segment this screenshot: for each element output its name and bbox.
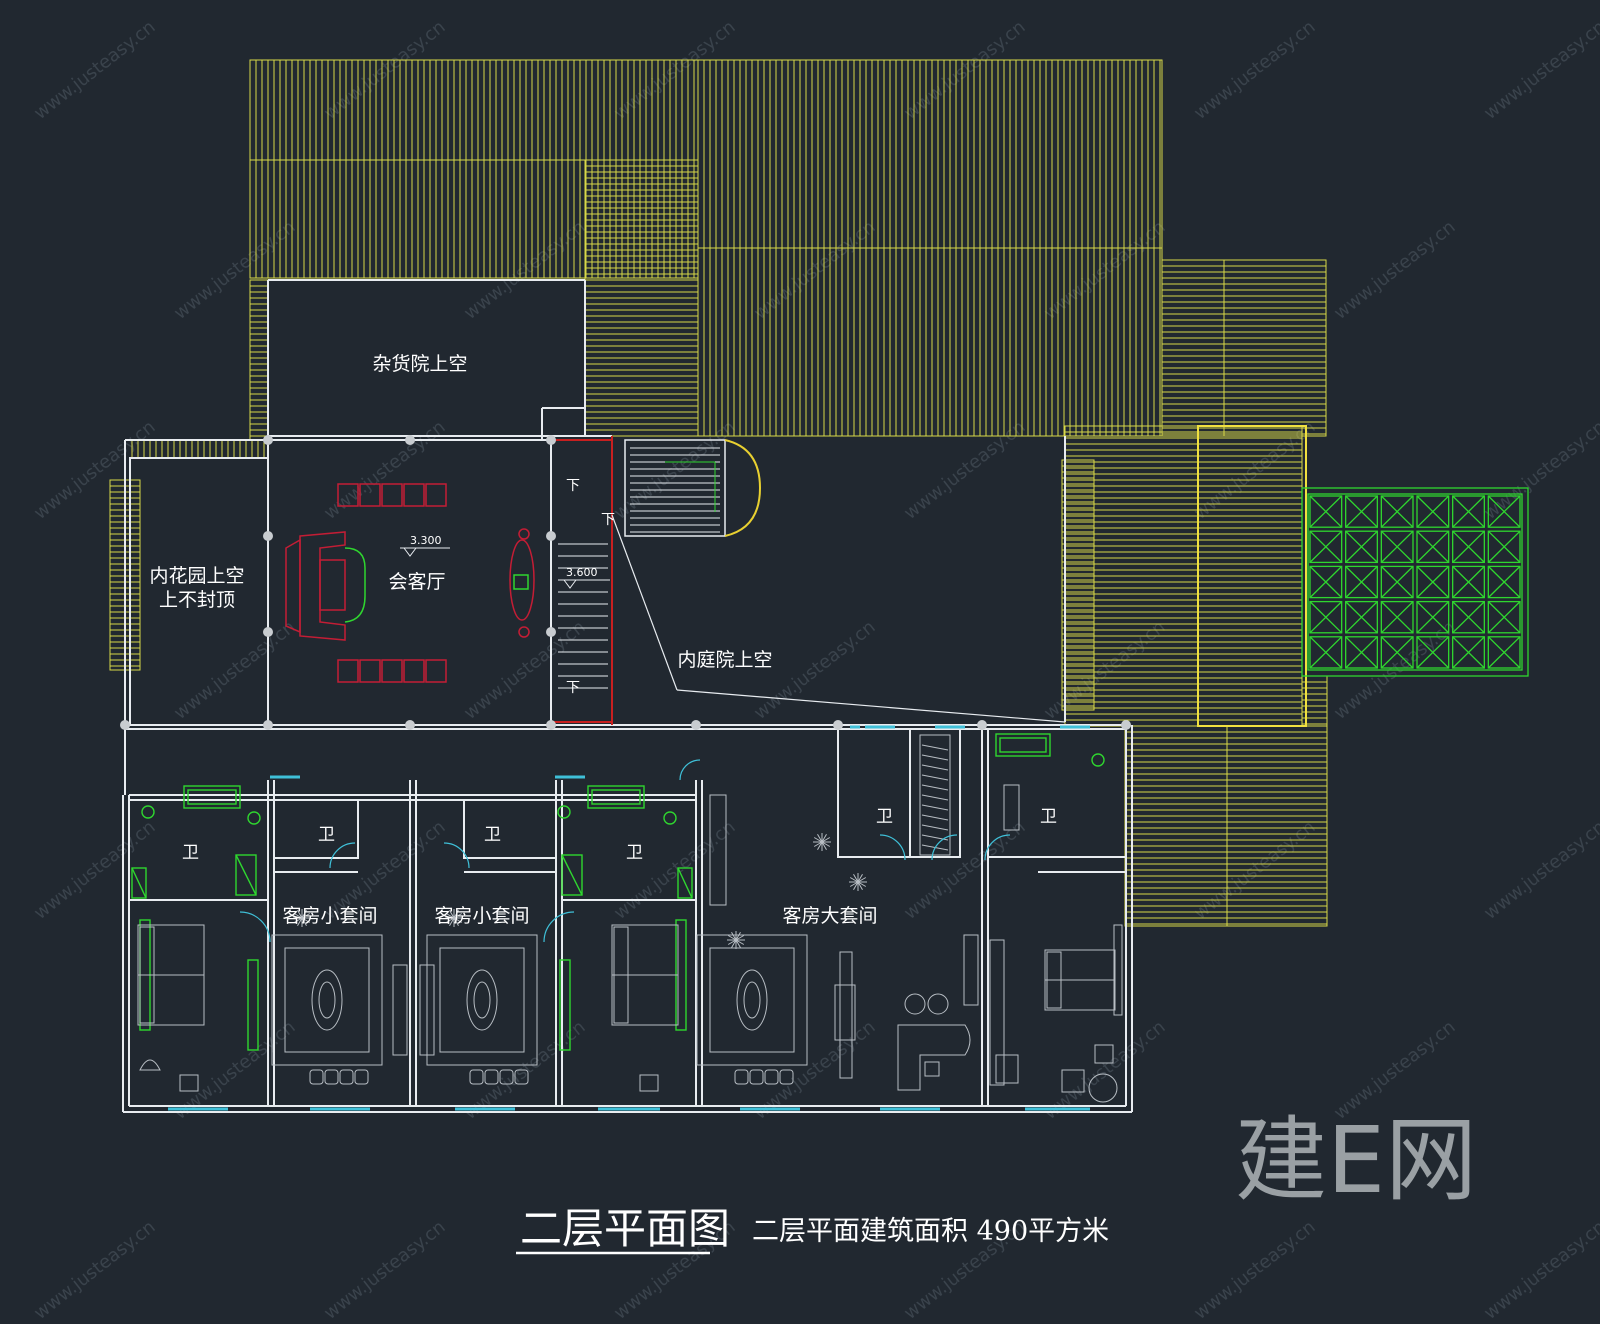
bathroom-label-4: 卫 <box>626 843 643 863</box>
stair-down-label-2: 下 <box>601 512 615 528</box>
room-label-reception-hall: 会客厅 <box>388 571 445 593</box>
room-label-inner-garden-1: 内花园上空 <box>149 565 244 587</box>
windows <box>168 725 1090 1111</box>
bathroom-label-6: 卫 <box>1040 807 1057 827</box>
bathroom-label-3: 卫 <box>484 825 501 845</box>
room-label-inner-garden-2: 上不封顶 <box>159 589 235 611</box>
bathroom-label-2: 卫 <box>318 825 335 845</box>
bathroom-label-5: 卫 <box>876 807 893 827</box>
columns <box>120 435 1131 730</box>
room-label-small-suite-1: 客房小套间 <box>282 905 377 927</box>
stair-down-label-3: 下 <box>566 680 580 696</box>
walls <box>122 279 1133 1113</box>
roof-hatching <box>109 59 1328 927</box>
room-label-large-suite: 客房大套间 <box>782 905 877 927</box>
level-marks <box>400 547 610 589</box>
stair-down-label-1: 下 <box>566 478 580 494</box>
level-3300: 3.300 <box>410 534 442 547</box>
logo: 建E网 <box>1235 1107 1477 1214</box>
bathroom-label-1: 卫 <box>182 843 199 863</box>
room-label-small-suite-2: 客房小套间 <box>434 905 529 927</box>
door-swings <box>239 759 1011 943</box>
reception-furniture <box>285 483 535 683</box>
area-subtitle: 二层平面建筑面积 490平方米 <box>752 1216 1109 1247</box>
guest-furniture <box>137 734 1123 1103</box>
drawing-title: 二层平面图 <box>520 1204 730 1253</box>
room-label-storage-yard: 杂货院上空 <box>372 353 467 375</box>
skylight-grid <box>1301 487 1529 677</box>
room-label-inner-courtyard: 内庭院上空 <box>677 649 772 671</box>
stair <box>558 439 762 689</box>
level-3600: 3.600 <box>566 566 598 579</box>
